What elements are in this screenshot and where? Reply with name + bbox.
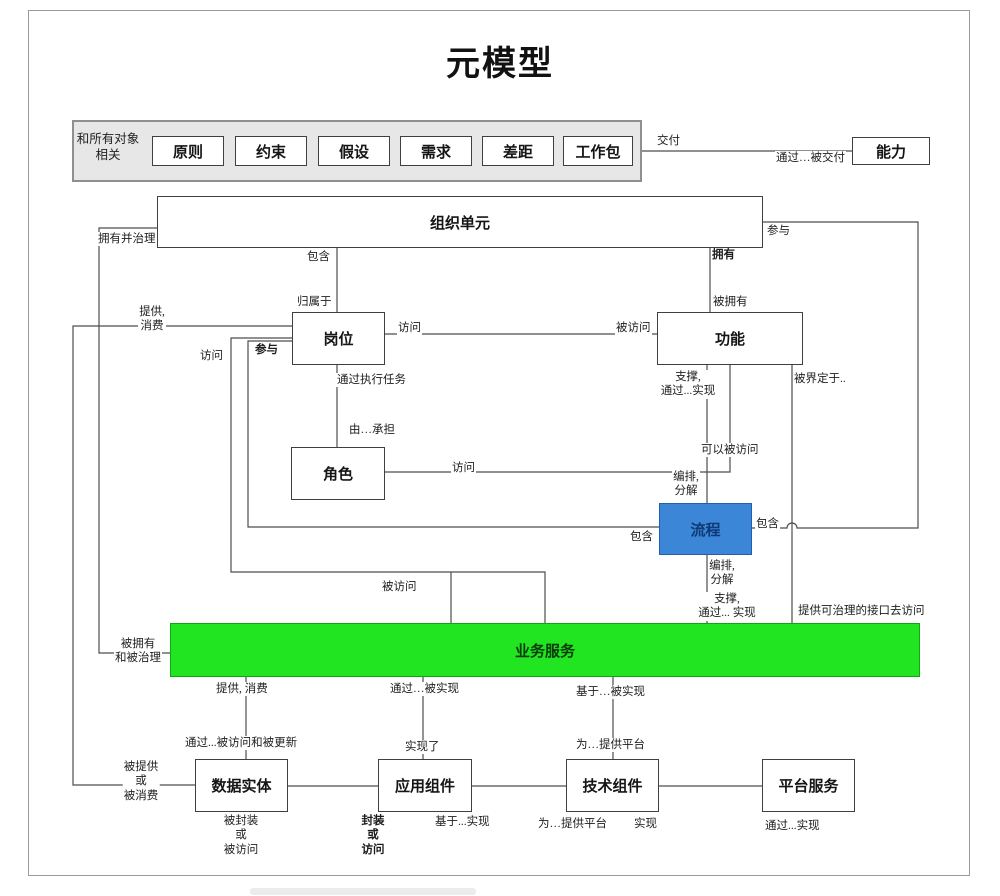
edge-label-access_pos_biz: 访问 [199,349,224,364]
edge-label-accessed_fn: 被访问 [615,321,652,336]
edge-label-access_pos_fn: 访问 [397,321,422,336]
node-principle: 原则 [152,136,224,166]
edge-orgunit-process [752,221,919,529]
edge-label-via_realize: 通过...实现 [764,819,821,834]
edge-label-provide_platform_1: 为…提供平台 [575,738,646,753]
edge-label-provide_consume_2: 提供, 消费 [215,682,269,697]
edge-label-belong_to: 归属于 [296,295,333,310]
node-platform-service: 平台服务 [762,759,855,812]
node-tech-component: 技术组件 [566,759,659,812]
diagram-border [28,10,970,876]
diagram-title: 元模型 [446,45,554,83]
node-constraint: 约束 [235,136,307,166]
node-capability: 能力 [852,137,930,165]
edge-label-participate_pos: 参与 [254,343,279,358]
node-requirement: 需求 [400,136,472,166]
edge-label-own: 拥有 [711,248,736,263]
node-work-package: 工作包 [563,136,633,166]
edge-orgunit-service [98,227,170,654]
edge-label-realized: 实现了 [404,740,441,755]
node-position: 岗位 [292,312,385,365]
edge-position-service [230,337,546,623]
edge-label-via_task: 通过执行任务 [336,373,407,388]
edge-label-contain_left: 包含 [629,530,654,545]
edge-role-function [385,365,731,473]
edge-label-owned_governed: 被拥有 和被治理 [114,637,162,666]
edge-label-interface_access: 提供可治理的接口去访问 [797,604,926,619]
node-function: 功能 [657,312,803,365]
edge-label-defined_by: 被界定于.. [793,372,847,387]
edge-label-by_undertake: 由…承担 [348,423,396,438]
edge-label-based_realized: 基于…被实现 [575,685,646,700]
edge-label-provided_consumed: 被提供 或 被消费 [122,760,160,804]
edge-label-orchestrate_proc: 编排, 分解 [708,559,736,588]
edge-label-participate_org: 参与 [766,224,791,239]
edge-label-support_via_fn: 支撑, 通过...实现 [659,370,717,399]
node-assumption: 假设 [318,136,390,166]
edge-label-via_realized: 通过…被实现 [389,682,460,697]
motivation-group-label: 和所有对象 相关 [76,132,140,163]
edge-label-deliver: 交付 [656,134,681,149]
node-process: 流程 [659,503,752,555]
edge-position-process [247,340,659,528]
edge-label-contain_right: 包含 [755,517,780,532]
node-business-service: 业务服务 [170,623,920,677]
edge-position-dataentity [72,325,292,786]
node-gap: 差距 [482,136,554,166]
edge-label-via_accessed_updated: 通过...被访问和被更新 [184,736,299,751]
edge-label-encapsulated: 被封装 或 被访问 [222,814,260,858]
edge-label-encapsulate: 封装 或 访问 [360,814,386,858]
edge-label-delivered_via: 通过…被交付 [775,151,846,166]
edge-label-realize: 实现 [633,817,658,832]
bottom-watermark [250,888,476,895]
edge-label-orchestrate_fn: 编排, 分解 [672,470,700,499]
node-org-unit: 组织单元 [157,196,763,248]
node-data-entity: 数据实体 [195,759,288,812]
edge-label-can_be_accessed: 可以被访问 [700,443,760,458]
edge-label-access_role: 访问 [451,461,476,476]
node-role: 角色 [291,447,385,500]
node-app-component: 应用组件 [378,759,472,812]
edge-label-accessed_biz: 被访问 [381,580,418,595]
edge-label-own_govern: 拥有并治理 [97,232,157,247]
edge-label-contain_org: 包含 [306,250,331,265]
edge-label-based_realize: 基于...实现 [434,815,491,830]
edge-label-provide_consume: 提供, 消费 [138,305,166,334]
edge-label-support_via_proc: 支撑, 通过... 实现 [697,592,757,621]
edge-label-owned: 被拥有 [712,295,749,310]
edge-label-provide_platform_2: 为…提供平台 [537,817,608,832]
